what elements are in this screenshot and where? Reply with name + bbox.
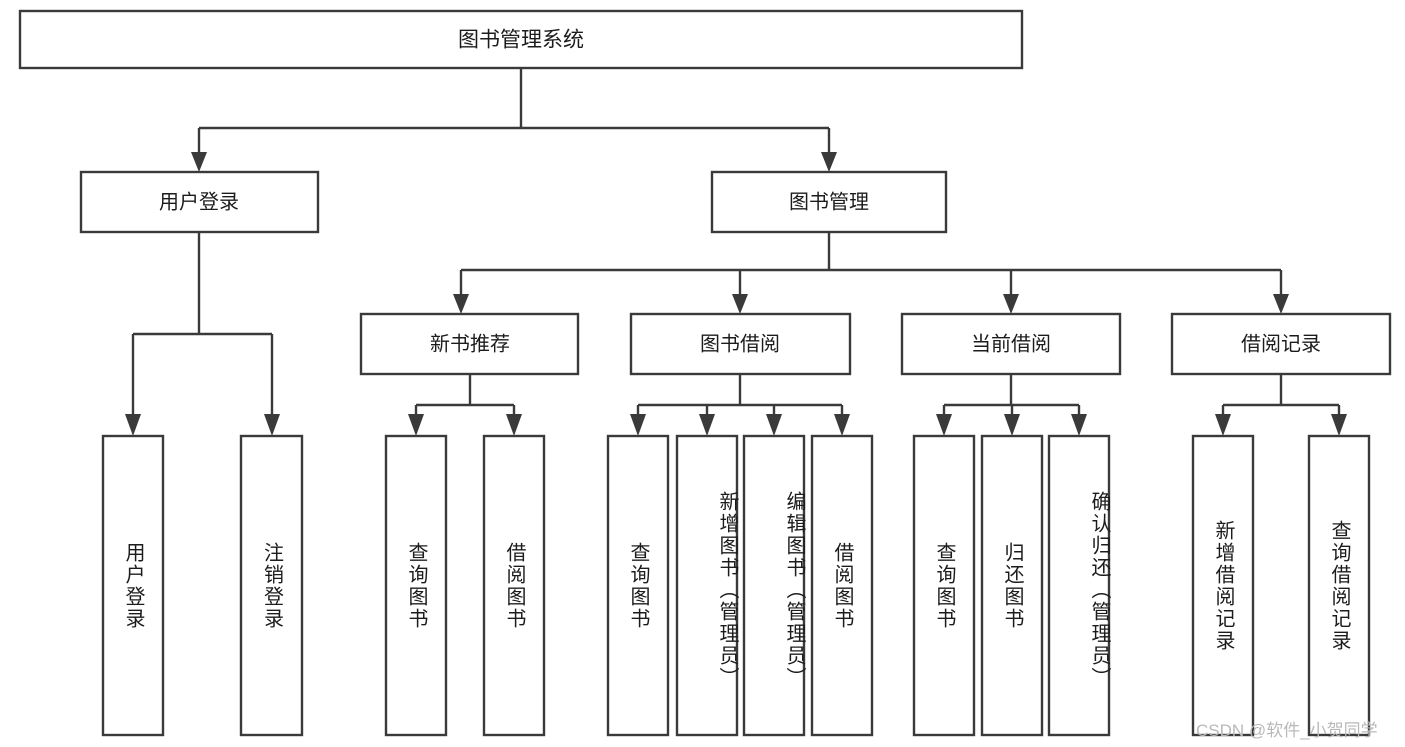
leaf-box-add-borrow-record[interactable] (1191, 434, 1255, 737)
leaf-box-add-book-admin[interactable] (675, 434, 739, 737)
node-root[interactable] (18, 9, 1024, 70)
node-borrow-record[interactable] (1170, 312, 1392, 376)
label-current-borrow: 当前借阅 (971, 332, 1051, 355)
csdn-watermark: CSDN @软件_小贺同学 (1196, 721, 1378, 740)
label-user-login: 用户登录 (159, 190, 239, 213)
leaf-box-confirm-return-admin[interactable] (1047, 434, 1111, 737)
arrowhead-bookborrow-leaf-3 (766, 414, 782, 436)
leaf-box-query-borrow-record[interactable] (1307, 434, 1371, 737)
label-book-manage: 图书管理 (789, 190, 869, 213)
label-root: 图书管理系统 (458, 29, 584, 52)
leaf-box-query-book-borrow[interactable] (606, 434, 670, 737)
leaf-box-edit-book-admin[interactable] (742, 434, 806, 737)
label-new-book-recommend: 新书推荐 (430, 332, 510, 355)
arrowhead-leaf-logout-login (264, 414, 280, 436)
arrowhead-currentborrow-leaf-2 (1004, 414, 1020, 436)
connectors (125, 68, 1347, 436)
arrowhead-bookborrow-leaf-1 (630, 414, 646, 436)
leaf-box-query-book-current[interactable] (912, 434, 976, 737)
arrowhead-current-borrow (1003, 294, 1019, 314)
label-book-borrow: 图书借阅 (700, 332, 780, 355)
leaf-box-borrow-book-newrec[interactable] (482, 434, 546, 737)
arrowhead-currentborrow-leaf-3 (1071, 414, 1087, 436)
node-current-borrow[interactable] (900, 312, 1122, 376)
leaf-box-user-login[interactable] (101, 434, 165, 737)
arrowhead-book-borrow (732, 294, 748, 314)
node-book-manage[interactable] (710, 170, 948, 234)
label-borrow-record: 借阅记录 (1241, 332, 1321, 355)
arrowhead-bookborrow-leaf-4 (834, 414, 850, 436)
node-boxes (18, 9, 1392, 737)
leaf-box-query-book-newrec[interactable] (384, 434, 448, 737)
arrowhead-borrow-record (1273, 294, 1289, 314)
node-user-login[interactable] (79, 170, 320, 234)
arrowhead-user-login (191, 152, 207, 172)
node-new-book-recommend[interactable] (359, 312, 580, 376)
arrowhead-borrowrecord-leaf-2 (1331, 414, 1347, 436)
node-book-borrow[interactable] (629, 312, 852, 376)
arrowhead-newbook-leaf-1 (408, 414, 424, 436)
arrowhead-leaf-user-login (125, 414, 141, 436)
node-labels: 图书管理系统 用户登录 图书管理 新书推荐 图书借阅 当前借阅 借阅记录 (159, 29, 1321, 356)
arrowhead-borrowrecord-leaf-1 (1215, 414, 1231, 436)
arrowhead-bookborrow-leaf-2 (699, 414, 715, 436)
leaf-box-logout-login[interactable] (239, 434, 304, 737)
leaf-box-return-book[interactable] (980, 434, 1044, 737)
arrowhead-book-manage (821, 152, 837, 172)
arrowhead-newbook-leaf-2 (506, 414, 522, 436)
arrowhead-currentborrow-leaf-1 (936, 414, 952, 436)
leaf-box-borrow-book[interactable] (810, 434, 874, 737)
arrowhead-new-book-rec (453, 294, 469, 314)
